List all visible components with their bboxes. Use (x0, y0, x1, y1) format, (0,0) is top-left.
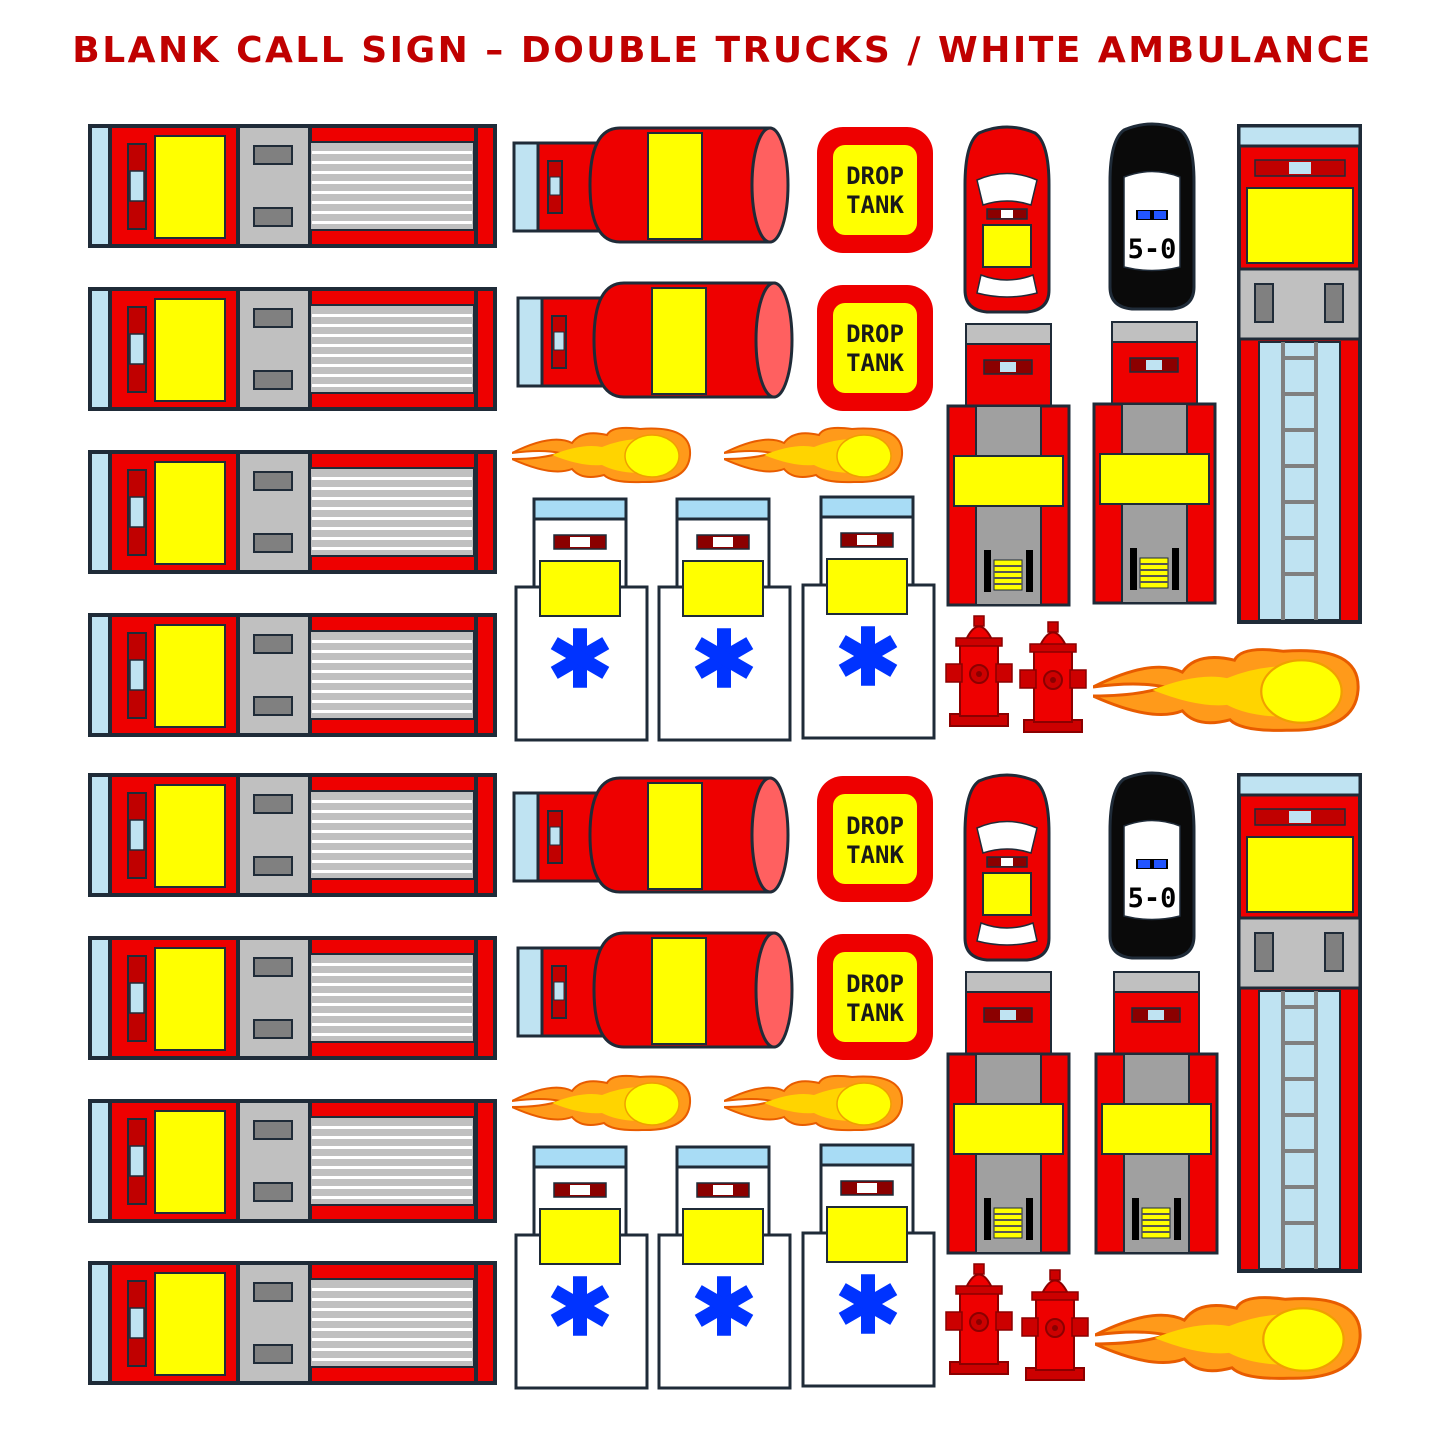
drop-tank-badge: DROP TANK (817, 127, 933, 253)
engine-top-icon (1092, 320, 1217, 605)
fire-chief-car-icon (963, 125, 1051, 314)
drop-tank-line2: TANK (846, 191, 904, 219)
tanker-icon (512, 776, 790, 894)
drop-tank-icon (817, 285, 933, 411)
fireball-icon (512, 426, 692, 484)
drop-tank-line2: TANK (846, 349, 904, 377)
ambulance-icon (514, 1145, 649, 1390)
drop-tank-line2: TANK (846, 999, 904, 1027)
fire-chief-car-icon (963, 773, 1051, 962)
fireball-icon (724, 426, 904, 484)
tanker-icon (512, 126, 790, 244)
drop-tank-line1: DROP (846, 812, 904, 840)
drop-tank-icon (817, 127, 933, 253)
fire-truck-side-icon (88, 1099, 497, 1223)
engine-top-icon (946, 970, 1071, 1255)
ambulance-icon (801, 495, 936, 740)
drop-tank-badge: DROP TANK (817, 285, 933, 411)
police-car: 5-0 (1108, 771, 1196, 960)
fireball-icon (724, 1074, 904, 1132)
ambulance-icon (801, 1143, 936, 1388)
police-car: 5-0 (1108, 122, 1196, 311)
drop-tank-badge: DROP TANK (817, 934, 933, 1060)
tanker-icon (516, 281, 794, 399)
drop-tank-badge: DROP TANK (817, 776, 933, 902)
drop-tank-line1: DROP (846, 320, 904, 348)
fireball-icon (1093, 648, 1360, 732)
ladder-truck-icon (1237, 773, 1362, 1273)
hydrant-icon (1021, 1269, 1089, 1381)
fire-truck-side-icon (88, 287, 497, 411)
fire-truck-side-icon (88, 124, 497, 248)
drop-tank-line2: TANK (846, 841, 904, 869)
drop-tank-line1: DROP (846, 970, 904, 998)
sheet-title: BLANK CALL SIGN – DOUBLE TRUCKS / WHITE … (72, 30, 1373, 71)
engine-top-icon (1094, 970, 1219, 1255)
police-car-icon (1108, 122, 1196, 311)
ambulance-icon (657, 497, 792, 742)
police-car-icon (1108, 771, 1196, 960)
fireball-icon (1095, 1296, 1362, 1380)
fire-truck-side-icon (88, 1261, 497, 1385)
hydrant-icon (945, 1263, 1013, 1375)
hydrant-icon (945, 615, 1013, 727)
hydrant-icon (1019, 621, 1087, 733)
fire-truck-side-icon (88, 936, 497, 1060)
ambulance-icon (514, 497, 649, 742)
fire-truck-side-icon (88, 613, 497, 737)
tanker-icon (516, 931, 794, 1049)
fire-truck-stack (88, 124, 497, 1385)
police-car-label: 5-0 (1128, 234, 1177, 265)
ambulance-icon (657, 1145, 792, 1390)
engine-top-icon (946, 322, 1071, 607)
drop-tank-line1: DROP (846, 162, 904, 190)
fire-truck-side-icon (88, 773, 497, 897)
police-car-label: 5-0 (1128, 883, 1177, 914)
fireball-icon (512, 1074, 692, 1132)
fire-truck-side-icon (88, 450, 497, 574)
ladder-truck-icon (1237, 124, 1362, 624)
